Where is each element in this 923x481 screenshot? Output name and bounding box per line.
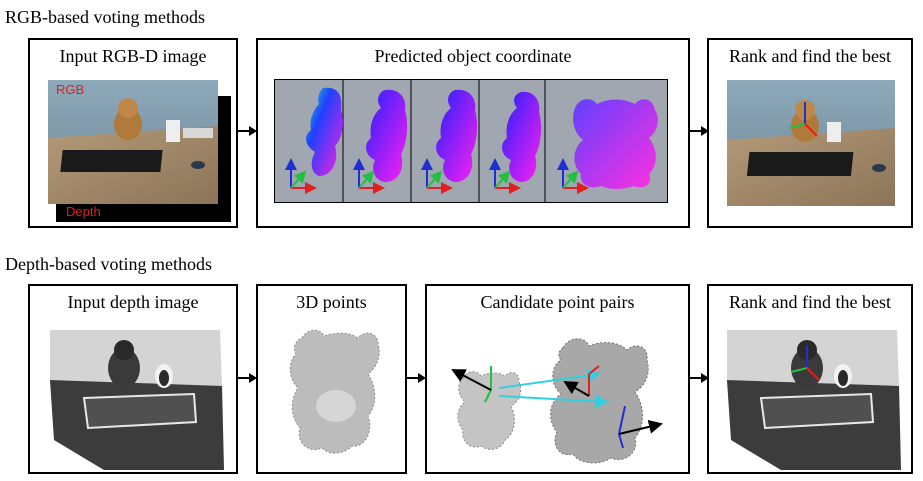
points-panel: 3D points bbox=[256, 284, 407, 474]
depth-result-image bbox=[721, 320, 905, 470]
rgb-label: RGB bbox=[56, 82, 85, 97]
depth-rank-panel: Rank and find the best bbox=[707, 284, 913, 474]
rgb-result-image bbox=[727, 80, 895, 206]
coord-panel-title: Predicted object coordinate bbox=[374, 46, 572, 66]
coord-panel: Predicted object coordinate bbox=[256, 38, 690, 228]
flow-arrow bbox=[690, 126, 709, 136]
pairs-panel: Candidate point pairs bbox=[425, 284, 690, 474]
coord-strip bbox=[274, 79, 668, 203]
flow-arrow bbox=[407, 373, 426, 383]
depth-rank-panel-title: Rank and find the best bbox=[729, 292, 891, 312]
rgb-rank-panel: Rank and find the best bbox=[707, 38, 913, 228]
points-panel-title: 3D points bbox=[296, 292, 367, 312]
depth-section-title: Depth-based voting methods bbox=[5, 254, 212, 274]
depth-label: Depth bbox=[66, 204, 101, 219]
flow-arrow bbox=[690, 373, 709, 383]
rgb-image bbox=[48, 80, 218, 204]
pairs-panel-title: Candidate point pairs bbox=[480, 292, 635, 312]
depth-input-panel: Input depth image bbox=[28, 284, 238, 474]
rgb-input-panel: Input RGB-D image Depth RGB bbox=[28, 38, 238, 228]
rgb-input-panel-title: Input RGB-D image bbox=[59, 46, 207, 66]
depth-input-image bbox=[44, 320, 228, 470]
point-pairs-illustration bbox=[439, 326, 679, 468]
rgb-section-title: RGB-based voting methods bbox=[5, 7, 205, 27]
flow-arrow bbox=[238, 373, 257, 383]
flow-arrow bbox=[238, 126, 257, 136]
rgb-rank-panel-title: Rank and find the best bbox=[729, 46, 891, 66]
depth-input-panel-title: Input depth image bbox=[67, 292, 199, 312]
point-cloud bbox=[282, 324, 386, 464]
